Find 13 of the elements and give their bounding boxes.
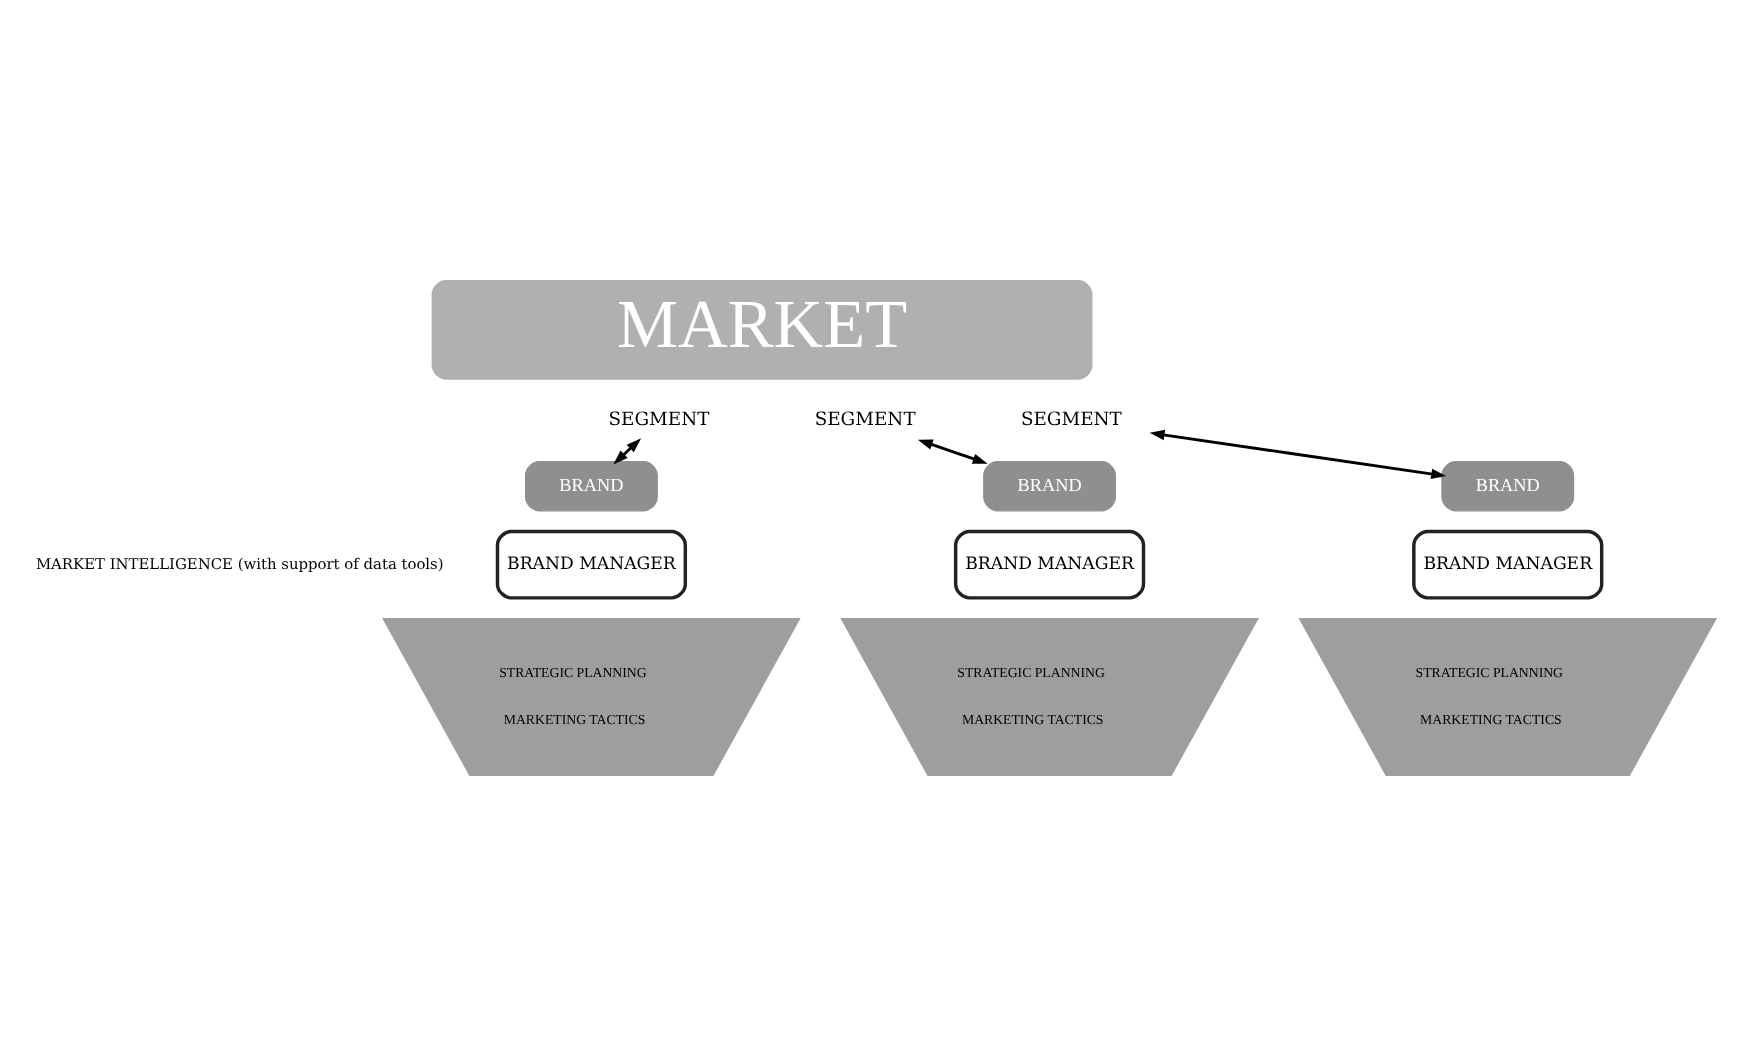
node-box: MARKET [431,280,1093,380]
node-box: BRAND MANAGER [495,529,688,600]
arrow [613,438,642,465]
node-box: BRAND [983,461,1116,512]
node-box: BRAND MANAGER [1412,529,1604,600]
node-text: SEGMENT [814,408,916,431]
node-box: BRAND MANAGER [953,529,1146,600]
node-box: BRAND [1441,461,1575,512]
node-text: SEGMENT [1020,408,1122,431]
node-box: BRAND [524,461,658,512]
node-text: SEGMENT [608,408,710,431]
arrow [1149,429,1447,480]
arrow [917,439,988,464]
